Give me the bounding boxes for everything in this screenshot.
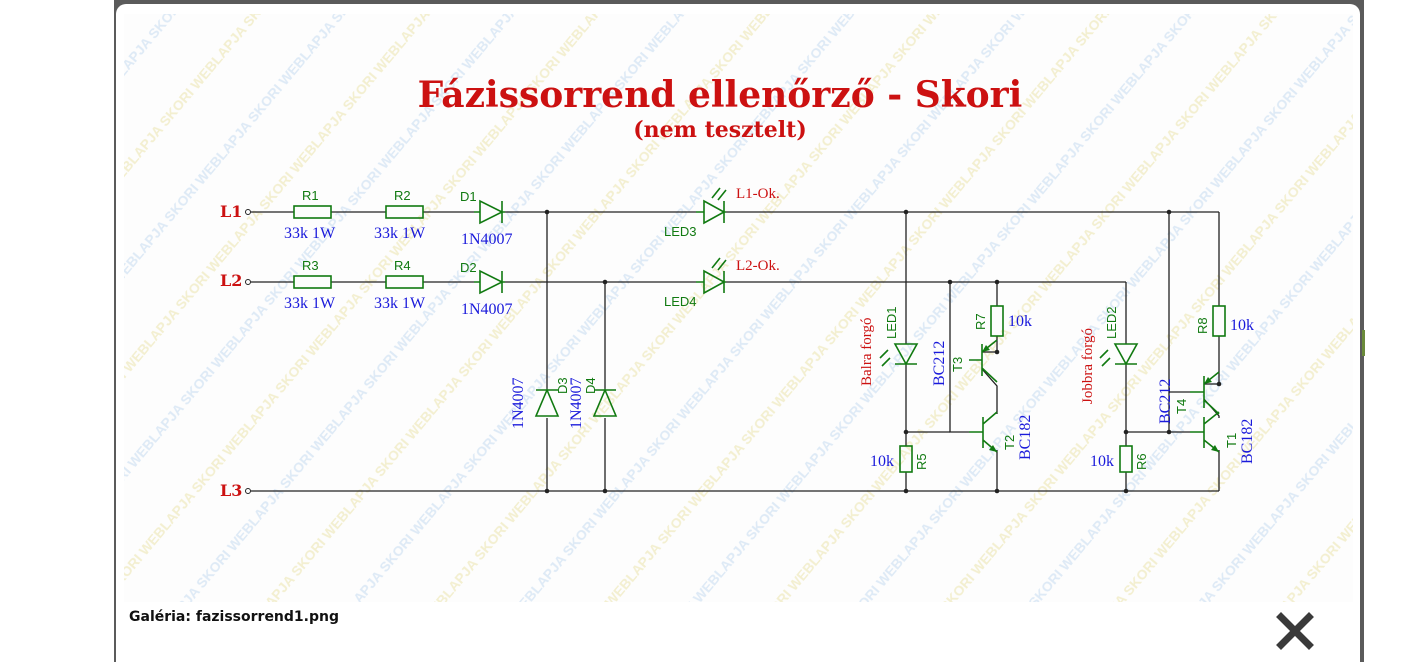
transistor-t1: T1 BC182 (1190, 411, 1256, 464)
svg-text:R2: R2 (394, 188, 411, 203)
background-edge (1362, 330, 1365, 356)
svg-text:LED4: LED4 (664, 294, 697, 309)
svg-text:LED1: LED1 (884, 306, 899, 339)
svg-text:R8: R8 (1195, 317, 1210, 334)
svg-text:R6: R6 (1134, 453, 1149, 470)
svg-text:1N4007: 1N4007 (461, 301, 513, 318)
svg-text:D3: D3 (555, 377, 570, 394)
svg-text:1N4007: 1N4007 (461, 231, 513, 248)
svg-text:10k: 10k (1008, 313, 1032, 330)
close-button[interactable] (1272, 608, 1318, 654)
svg-text:10k: 10k (870, 453, 894, 470)
image-lightbox: SKORI WEBLAPJA SKORI WEBLAPJA SKORI WEBL… (116, 4, 1360, 662)
led-led1: LED1 Balra forgó (859, 306, 919, 386)
svg-text:Jobbra forgó: Jobbra forgó (1080, 328, 1096, 404)
svg-text:33k 1W: 33k 1W (284, 225, 336, 242)
resistor-r3: R3 33k 1W (284, 258, 336, 312)
diode-d3: D3 1N4007 (510, 377, 570, 429)
watermark-background (124, 14, 1353, 602)
caption-prefix: Galéria: (129, 609, 191, 625)
schematic-title: Fázissorrend ellenőrző - Skori (418, 74, 1023, 116)
svg-text:D1: D1 (460, 189, 477, 204)
svg-text:BC212: BC212 (1157, 379, 1174, 424)
svg-text:L1-Ok.: L1-Ok. (736, 186, 780, 202)
resistor-r2: R2 33k 1W (374, 188, 426, 242)
led-led2: LED2 Jobbra forgó (1080, 306, 1139, 404)
svg-text:1N4007: 1N4007 (568, 377, 585, 429)
svg-text:10k: 10k (1230, 317, 1254, 334)
svg-text:D2: D2 (460, 260, 477, 275)
svg-text:33k 1W: 33k 1W (284, 295, 336, 312)
resistor-r8: R8 10k (1195, 305, 1254, 337)
svg-text:T3: T3 (950, 357, 965, 372)
svg-text:D4: D4 (583, 377, 598, 394)
schematic-subtitle: (nem tesztelt) (633, 117, 806, 143)
svg-text:BC182: BC182 (1017, 415, 1034, 460)
schematic-diagram: SKORI WEBLAPJA SKORI WEBLAPJA SKORI WEBL… (124, 14, 1353, 602)
svg-text:R5: R5 (914, 453, 929, 470)
svg-text:LED2: LED2 (1104, 306, 1119, 339)
resistor-r4: R4 33k 1W (374, 258, 426, 312)
line-label-l3: L3 (220, 481, 242, 500)
svg-text:33k 1W: 33k 1W (374, 225, 426, 242)
svg-text:R4: R4 (394, 258, 411, 273)
transistor-t4: T4 BC212 (1157, 371, 1220, 424)
transistor-t2: T2 BC182 (969, 411, 1034, 460)
diode-d2: D2 1N4007 (460, 260, 513, 318)
svg-text:R1: R1 (302, 188, 319, 203)
diode-d4: D4 1N4007 (568, 377, 618, 429)
resistor-r5: R5 10k (870, 445, 929, 473)
svg-text:R3: R3 (302, 258, 319, 273)
svg-text:1N4007: 1N4007 (510, 377, 527, 429)
line-label-l2: L2 (220, 271, 242, 290)
svg-text:L2-Ok.: L2-Ok. (736, 258, 780, 274)
resistor-r7: R7 10k (973, 305, 1032, 337)
svg-text:33k 1W: 33k 1W (374, 295, 426, 312)
gallery-caption: Galéria: fazissorrend1.png (129, 609, 339, 625)
svg-text:BC212: BC212 (931, 341, 948, 386)
line-label-l1: L1 (220, 202, 242, 221)
resistor-r6: R6 10k (1090, 445, 1149, 473)
svg-text:T2: T2 (1002, 435, 1017, 450)
close-icon (1276, 612, 1314, 650)
led-led3: LED3 L1-Ok. (664, 186, 780, 239)
junction-dots (544, 209, 1222, 494)
gallery-image: SKORI WEBLAPJA SKORI WEBLAPJA SKORI WEBL… (124, 14, 1353, 602)
svg-text:10k: 10k (1090, 453, 1114, 470)
svg-text:LED3: LED3 (664, 224, 697, 239)
resistor-r1: R1 33k 1W (284, 188, 336, 242)
svg-text:BC182: BC182 (1239, 419, 1256, 464)
svg-text:Balra forgó: Balra forgó (859, 318, 875, 386)
svg-text:R7: R7 (973, 313, 988, 330)
diode-d1: D1 1N4007 (460, 189, 513, 248)
svg-text:T1: T1 (1224, 433, 1239, 448)
led-led4: LED4 L2-Ok. (664, 257, 780, 309)
transistor-t3: T3 BC212 (931, 339, 998, 386)
caption-filename: fazissorrend1.png (195, 609, 339, 625)
svg-text:T4: T4 (1174, 399, 1189, 414)
